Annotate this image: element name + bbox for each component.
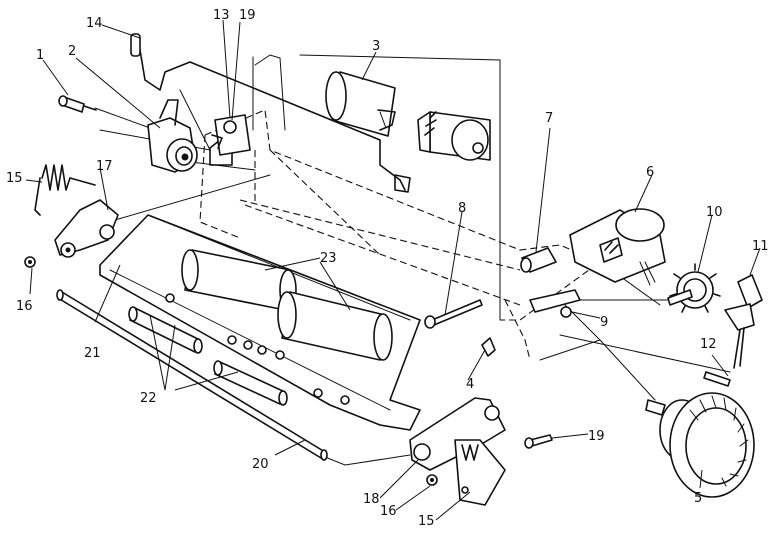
callout-12: 12 [700,337,717,352]
part-14-rod-bracket [130,33,411,193]
callout-17: 17 [96,159,113,174]
callout-15-right: 15 [418,514,435,529]
part-4-clip [481,337,496,357]
callout-18: 18 [363,492,380,507]
part-15-spring-right [454,439,506,506]
tray-fastener-row [165,293,350,405]
part-23-roller-b [277,291,393,361]
callout-7: 7 [545,111,553,126]
part-21-curved-tray [99,214,421,431]
part-20-long-shaft [56,289,328,461]
callout-9: 9 [600,315,608,330]
part-16-clip-right [426,474,438,486]
callout-20: 20 [252,457,269,472]
part-19-screw-top [223,120,237,134]
callout-4: 4 [466,377,474,392]
part-22-roller-a [128,306,203,354]
callout-22: 22 [140,391,157,406]
callout-1: 1 [36,48,44,63]
chassis-hidden-outline [199,109,602,361]
part-5-knob [645,392,755,498]
callout-15-left: 15 [6,171,23,186]
part-16-clip-left [24,256,36,268]
callout-19-right: 19 [588,429,605,444]
callout-8: 8 [458,201,466,216]
part-10-gear [667,263,721,313]
part-9-bushing [529,289,581,318]
callout-2: 2 [68,44,76,59]
roller-with-endcap [417,111,491,161]
part-19-screw-right [524,434,553,449]
part-7-cylinder [520,247,557,273]
callout-5: 5 [694,491,702,506]
part-2-drive-hub [147,99,233,173]
part-12-pin [703,371,731,387]
part-11-bracket [724,274,763,369]
callout-13: 13 [213,8,230,23]
leader-lines [25,19,761,521]
callout-10: 10 [706,205,723,220]
part-22-roller-b [213,360,288,406]
callout-19-top: 19 [239,8,256,23]
callout-21: 21 [84,346,101,361]
callout-16-left: 16 [16,299,33,314]
callout-labels: 1 2 3 4 5 6 7 8 9 10 11 12 13 14 15 15 1… [6,8,769,529]
part-8-screw [424,299,483,329]
part-6-motor [569,208,666,286]
callout-11: 11 [752,239,769,254]
part-1-shaft-pin [58,95,97,113]
callout-6: 6 [646,165,654,180]
callout-14: 14 [86,16,103,31]
part-18-lever-right [409,397,506,471]
part-15-spring-left [34,164,96,216]
callout-23: 23 [320,251,337,266]
part-17-lever-left [54,199,119,258]
part-3-roller-cylinder [325,71,396,137]
callout-3: 3 [372,39,380,54]
callout-16-right: 16 [380,504,397,519]
